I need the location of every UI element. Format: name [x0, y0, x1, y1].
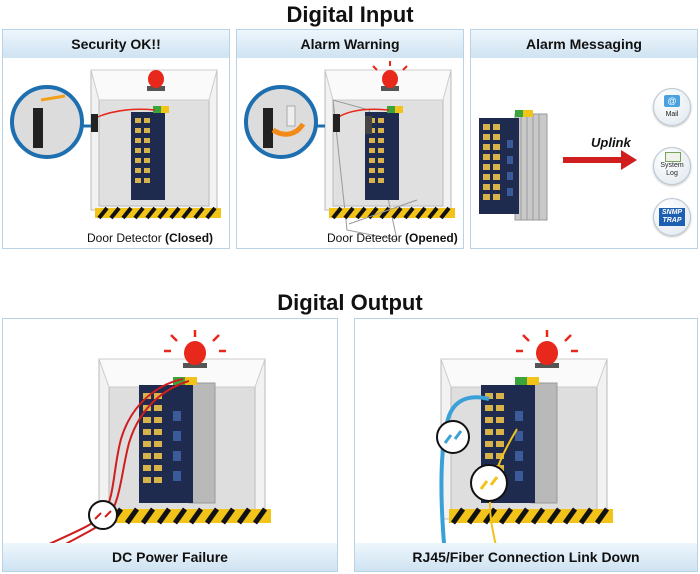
alarm-warning-panel: Alarm Warning — [236, 29, 464, 249]
alarm-warning-header: Alarm Warning — [237, 30, 463, 58]
alarm-messaging-illustration — [479, 110, 637, 221]
link-down-illustration — [436, 330, 613, 570]
security-ok-panel: Security OK!! — [2, 29, 230, 249]
digital-input-title: Digital Input — [286, 2, 414, 27]
link-down-panel: RJ45/Fiber Connection Link Down — [354, 318, 698, 572]
security-ok-caption: Door Detector (Closed) — [87, 231, 214, 245]
link-down-footer: RJ45/Fiber Connection Link Down — [355, 543, 697, 571]
system-log-icon: System Log — [653, 147, 691, 185]
mail-icon: @ Mail — [653, 88, 691, 126]
dc-power-failure-panel: DC Power Failure — [2, 318, 338, 572]
snmp-trap-icon: SNMP TRAP — [653, 198, 691, 236]
security-ok-illustration — [10, 69, 221, 220]
uplink-label: Uplink — [591, 135, 631, 150]
alarm-messaging-header: Alarm Messaging — [471, 30, 697, 58]
alarm-messaging-panel: Alarm Messaging Uplink @ Mail System Log — [470, 29, 698, 249]
digital-output-title: Digital Output — [277, 290, 423, 315]
security-ok-header: Security OK!! — [3, 30, 229, 58]
dc-power-failure-illustration — [46, 330, 271, 552]
dc-power-failure-footer: DC Power Failure — [3, 543, 337, 571]
alarm-warning-caption: Door Detector (Opened) — [327, 231, 458, 245]
alarm-warning-illustration — [244, 61, 455, 241]
